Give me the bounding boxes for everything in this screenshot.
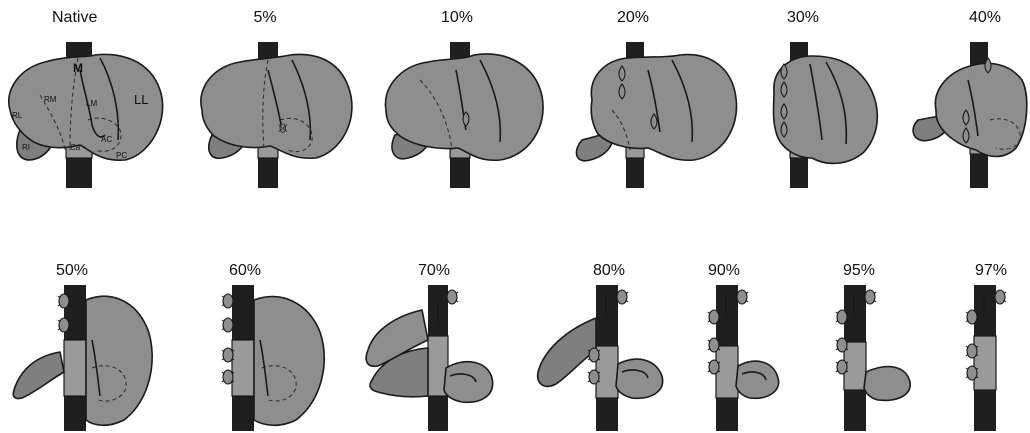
liver-10 (385, 42, 543, 188)
liver-97 (966, 285, 1006, 431)
lobe-label-posterior-caudate: PC (116, 151, 127, 160)
lobe-label-right-medial: RM (44, 95, 57, 104)
liver-50 (13, 285, 152, 431)
liver-80 (538, 285, 663, 431)
liver-5 (201, 42, 352, 188)
liver-20 (576, 42, 736, 188)
liver-40 (913, 42, 1027, 188)
liver-60 (222, 285, 324, 431)
liver-90 (708, 285, 779, 431)
lobe-label-anterior-caudate: AC (101, 135, 112, 144)
liver-native: M LL RM LM RL RI Ca AC PC (9, 42, 163, 188)
lobe-label-caudate: Ca (70, 143, 81, 152)
lobe-label-right-lateral: RL (12, 111, 23, 120)
lobe-label-left-medial: LM (86, 99, 97, 108)
lobe-label-right: RI (22, 143, 30, 152)
liver-95 (836, 285, 910, 431)
lobe-label-left-lateral: LL (134, 92, 148, 107)
liver-70 (366, 285, 492, 431)
liver-30 (774, 42, 878, 188)
lobe-label-median: M (73, 61, 83, 75)
